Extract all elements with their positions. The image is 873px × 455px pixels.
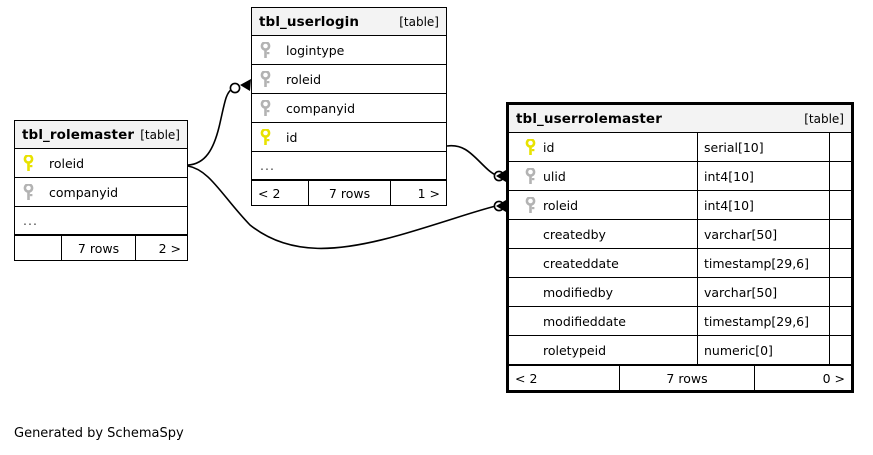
- more-columns-ellipsis: ...: [252, 152, 446, 180]
- relationship-zero-marker: [229, 82, 241, 94]
- table-row[interactable]: createddate timestamp[29,6]: [509, 249, 851, 278]
- primary-key-icon: [15, 149, 41, 177]
- table-header-tbl_rolemaster: tbl_rolemaster [table]: [15, 121, 187, 149]
- footer-next-page[interactable]: 2 >: [135, 236, 187, 260]
- footer-row-count: 7 rows: [308, 181, 390, 205]
- primary-key-icon: [517, 138, 543, 156]
- column-name: createddate: [543, 255, 619, 271]
- column-type: timestamp[29,6]: [697, 249, 829, 277]
- column-name: companyid: [49, 184, 119, 200]
- table-row[interactable]: logintype: [252, 36, 446, 65]
- table-row[interactable]: roleid: [252, 65, 446, 94]
- table-header-tbl_userrolemaster: tbl_userrolemaster [table]: [509, 105, 851, 133]
- table-kind-label: [table]: [140, 127, 180, 142]
- footer-row-count: 7 rows: [61, 236, 135, 260]
- column-name: logintype: [286, 42, 345, 58]
- table-row[interactable]: modifiedby varchar[50]: [509, 278, 851, 307]
- relationship-userlogin-to-userrolemaster-ulid: [446, 144, 506, 182]
- column-extra-cell: [829, 307, 851, 335]
- table-row[interactable]: modifieddate timestamp[29,6]: [509, 307, 851, 336]
- column-type: varchar[50]: [697, 278, 829, 306]
- foreign-key-icon: [517, 196, 543, 214]
- column-extra-cell: [829, 278, 851, 306]
- column-type: serial[10]: [697, 133, 829, 161]
- table-header-tbl_userlogin: tbl_userlogin [table]: [252, 8, 446, 36]
- relationship-arrow-marker: [240, 79, 251, 91]
- table-footer-tbl_userlogin: < 2 7 rows 1 >: [252, 180, 446, 205]
- table-row[interactable]: roleid: [15, 149, 187, 178]
- relationship-rolemaster-to-userlogin: [187, 79, 251, 166]
- column-name: roleid: [543, 197, 579, 213]
- table-row[interactable]: id: [252, 123, 446, 152]
- column-name: modifiedby: [543, 284, 614, 300]
- foreign-key-icon: [252, 94, 278, 122]
- relationship-zero-marker: [493, 170, 505, 182]
- table-node-tbl_rolemaster[interactable]: tbl_rolemaster [table] roleid: [14, 120, 188, 261]
- table-row[interactable]: ulid int4[10]: [509, 162, 851, 191]
- column-type: numeric[0]: [697, 336, 829, 364]
- column-extra-cell: [829, 191, 851, 219]
- table-row[interactable]: roleid int4[10]: [509, 191, 851, 220]
- primary-key-icon: [252, 123, 278, 151]
- column-extra-cell: [829, 336, 851, 364]
- table-node-tbl_userlogin[interactable]: tbl_userlogin [table] logintype: [251, 7, 447, 206]
- footer-prev-page[interactable]: < 2: [258, 185, 281, 201]
- table-node-tbl_userrolemaster[interactable]: tbl_userrolemaster [table] id serial[10]: [506, 102, 854, 393]
- column-name: createdby: [543, 226, 606, 242]
- table-title: tbl_userlogin: [259, 13, 360, 30]
- column-name: modifieddate: [543, 313, 626, 329]
- column-type: int4[10]: [697, 191, 829, 219]
- column-extra-cell: [829, 220, 851, 248]
- relationship-arrow-marker: [496, 170, 506, 182]
- table-title: tbl_userrolemaster: [516, 110, 662, 127]
- column-name: id: [286, 129, 298, 145]
- footer-prev-page[interactable]: [15, 236, 61, 260]
- column-name: companyid: [286, 100, 356, 116]
- relationship-arrow-marker: [496, 200, 506, 212]
- foreign-key-icon: [252, 65, 278, 93]
- table-footer-tbl_userrolemaster: < 2 7 rows 0 >: [509, 365, 851, 390]
- column-name: id: [543, 139, 555, 155]
- table-title: tbl_rolemaster: [22, 126, 135, 143]
- table-row[interactable]: roletypeid numeric[0]: [509, 336, 851, 365]
- foreign-key-icon: [517, 167, 543, 185]
- footer-prev-page[interactable]: < 2: [515, 370, 538, 386]
- column-name: roleid: [49, 155, 85, 171]
- column-extra-cell: [829, 133, 851, 161]
- table-kind-label: [table]: [804, 111, 844, 126]
- generated-by-caption: Generated by SchemaSpy: [14, 426, 184, 441]
- foreign-key-icon: [15, 178, 41, 206]
- foreign-key-icon: [252, 36, 278, 64]
- footer-row-count: 7 rows: [619, 366, 754, 390]
- more-columns-ellipsis: ...: [15, 207, 187, 235]
- table-row[interactable]: companyid: [252, 94, 446, 123]
- column-name: ulid: [543, 168, 566, 184]
- table-row[interactable]: createdby varchar[50]: [509, 220, 851, 249]
- relationship-zero-marker: [493, 200, 505, 212]
- column-name: roleid: [286, 71, 322, 87]
- column-type: varchar[50]: [697, 220, 829, 248]
- column-type: int4[10]: [697, 162, 829, 190]
- column-extra-cell: [829, 249, 851, 277]
- table-footer-tbl_rolemaster: 7 rows 2 >: [15, 235, 187, 260]
- column-extra-cell: [829, 162, 851, 190]
- footer-next-page[interactable]: 0 >: [754, 366, 851, 390]
- table-row[interactable]: id serial[10]: [509, 133, 851, 162]
- column-name: roletypeid: [543, 342, 607, 358]
- table-row[interactable]: companyid: [15, 178, 187, 207]
- footer-next-page[interactable]: 1 >: [390, 181, 446, 205]
- table-kind-label: [table]: [399, 14, 439, 29]
- column-type: timestamp[29,6]: [697, 307, 829, 335]
